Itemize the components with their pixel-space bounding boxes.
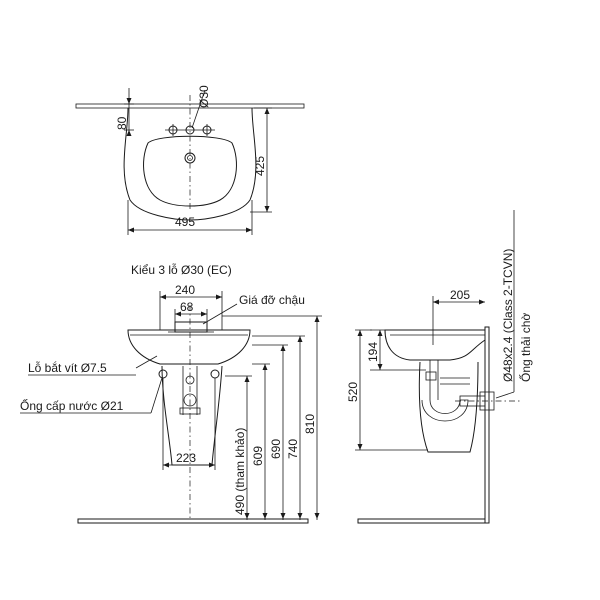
basin-outline-top bbox=[123, 107, 257, 221]
front-view: Kiểu 3 lỗ Ø30 (EC) 240 68 bbox=[20, 262, 322, 524]
dim-425: 425 bbox=[250, 107, 272, 213]
svg-text:80: 80 bbox=[115, 116, 129, 130]
svg-text:495: 495 bbox=[175, 215, 195, 229]
floor-line-side bbox=[357, 518, 486, 524]
svg-text:194: 194 bbox=[366, 342, 380, 362]
dim-495: 495 bbox=[127, 200, 253, 235]
dim-810: 810 bbox=[222, 315, 322, 520]
side-view: 205 194 bbox=[346, 210, 533, 524]
floor-line-front bbox=[77, 518, 309, 524]
supply-pipe-right bbox=[210, 369, 220, 379]
dim-hole-label: Ø30 bbox=[197, 85, 211, 108]
svg-text:740: 740 bbox=[286, 439, 300, 459]
dim-520: 520 bbox=[346, 329, 428, 451]
basin-front bbox=[127, 329, 251, 365]
faucet-holes bbox=[165, 124, 215, 136]
dim-609: 609 bbox=[251, 363, 270, 520]
basin-side bbox=[384, 329, 486, 361]
svg-text:240: 240 bbox=[175, 283, 195, 297]
dim-223: 223 bbox=[162, 378, 216, 470]
svg-text:68: 68 bbox=[180, 300, 194, 314]
supply-pipe-left bbox=[158, 369, 168, 379]
label-drain: Ống thải chờ bbox=[518, 313, 533, 382]
dim-690: 690 bbox=[252, 344, 288, 520]
svg-text:609: 609 bbox=[251, 446, 265, 466]
dim-68: 68 bbox=[174, 300, 208, 330]
siphon-side bbox=[421, 360, 495, 422]
dim-490: 490 (tham khảo) bbox=[225, 375, 252, 520]
dim-194: 194 bbox=[366, 329, 426, 371]
dim-205: 205 bbox=[432, 288, 485, 345]
svg-text:520: 520 bbox=[346, 382, 360, 402]
basin-bowl-top bbox=[143, 135, 237, 207]
svg-text:810: 810 bbox=[303, 414, 317, 434]
front-view-subtitle: Kiểu 3 lỗ Ø30 (EC) bbox=[131, 262, 232, 277]
hole-leader bbox=[191, 89, 206, 129]
label-screw-hole: Lỗ bắt vít Ø7.5 bbox=[28, 360, 107, 375]
svg-text:690: 690 bbox=[269, 439, 283, 459]
dim-80: 80 bbox=[115, 88, 134, 136]
svg-text:205: 205 bbox=[450, 288, 470, 302]
top-view: Ø30 80 425 495 bbox=[75, 85, 305, 235]
label-pipe-spec: Ø48x2.4 (Class 2-TCVN) bbox=[501, 249, 515, 382]
dim-240: 240 bbox=[159, 283, 223, 330]
wall-side bbox=[484, 326, 490, 524]
svg-text:223: 223 bbox=[176, 451, 196, 465]
dim-740: 740 bbox=[252, 335, 305, 520]
svg-text:490 (tham khảo): 490 (tham khảo) bbox=[233, 428, 247, 515]
label-bracket: Giá đỡ chậu bbox=[239, 293, 305, 307]
svg-text:425: 425 bbox=[253, 156, 267, 176]
label-supply-pipe: Ống cấp nước Ø21 bbox=[20, 398, 124, 413]
pedestal-side bbox=[418, 361, 479, 453]
drain-hole-top bbox=[184, 152, 196, 164]
